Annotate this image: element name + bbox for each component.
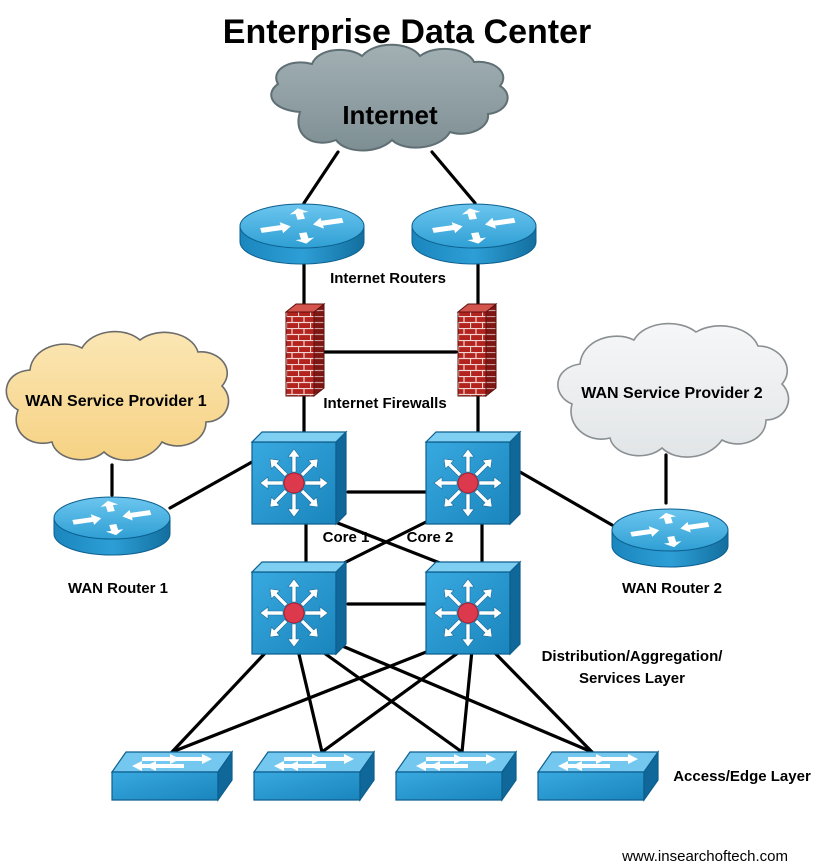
router-icon [611, 508, 729, 568]
internet-firewall-1 [284, 302, 326, 398]
wan-router-2 [611, 508, 729, 568]
internet-router-1 [239, 203, 365, 265]
multilayer-switch-icon [250, 430, 348, 526]
access-switch-1 [110, 750, 234, 802]
link-dist1-access1 [170, 648, 270, 754]
firewall-icon [456, 302, 498, 398]
core-2-label: Core 2 [407, 529, 454, 546]
cloud-icon [5, 330, 230, 461]
cloud-icon [270, 43, 509, 152]
internet-label: Internet [342, 100, 438, 130]
footer-url: www.insearchoftech.com [621, 848, 788, 865]
wan-provider-2-label: WAN Service Provider 2 [581, 385, 763, 402]
router-icon [53, 496, 171, 556]
wan-provider-2-cloud: WAN Service Provider 2 [557, 322, 790, 458]
wan-router-1 [53, 496, 171, 556]
multilayer-switch-icon [424, 560, 522, 656]
link-dist2-access2 [320, 648, 464, 754]
distribution-switch-2 [424, 560, 522, 656]
router-icon [411, 203, 537, 265]
links [110, 150, 668, 754]
multilayer-switch-icon [424, 430, 522, 526]
wan-router-1-label: WAN Router 1 [68, 580, 168, 597]
access-switch-icon [394, 750, 518, 802]
core-switch-2 [424, 430, 522, 526]
cloud-icon [557, 322, 790, 458]
access-switch-icon [110, 750, 234, 802]
core-switch-1 [250, 430, 348, 526]
access-switch-2 [252, 750, 376, 802]
link-dist2-access1 [170, 643, 446, 754]
distribution-label-line1: Distribution/Aggregation/ [542, 648, 724, 665]
internet-firewalls-label: Internet Firewalls [323, 395, 446, 412]
router-icon [239, 203, 365, 265]
access-switch-icon [536, 750, 660, 802]
link-wanrouter1-core1 [168, 460, 254, 510]
wan-provider-1-label: WAN Service Provider 1 [25, 393, 207, 410]
firewall-icon [284, 302, 326, 398]
wan-router-2-label: WAN Router 2 [622, 580, 722, 597]
access-layer-label: Access/Edge Layer [673, 768, 811, 785]
access-switch-3 [394, 750, 518, 802]
distribution-label-line2: Services Layer [579, 670, 685, 687]
link-internet-router2 [430, 150, 477, 205]
internet-router-2 [411, 203, 537, 265]
link-dist2-access3 [460, 648, 474, 754]
page-title: Enterprise Data Center [223, 13, 591, 51]
wan-provider-1-cloud: WAN Service Provider 1 [5, 330, 230, 461]
distribution-switch-1 [250, 560, 348, 656]
link-dist1-access2 [296, 648, 324, 754]
link-dist2-access4 [490, 648, 594, 754]
multilayer-switch-icon [250, 560, 348, 656]
link-internet-router1 [302, 150, 340, 205]
access-switch-icon [252, 750, 376, 802]
link-wanrouter2-core2 [518, 470, 614, 527]
access-switch-4 [536, 750, 660, 802]
internet-firewall-2 [456, 302, 498, 398]
internet-cloud: Internet [270, 43, 509, 152]
internet-routers-label: Internet Routers [330, 270, 446, 287]
core-1-label: Core 1 [323, 529, 370, 546]
